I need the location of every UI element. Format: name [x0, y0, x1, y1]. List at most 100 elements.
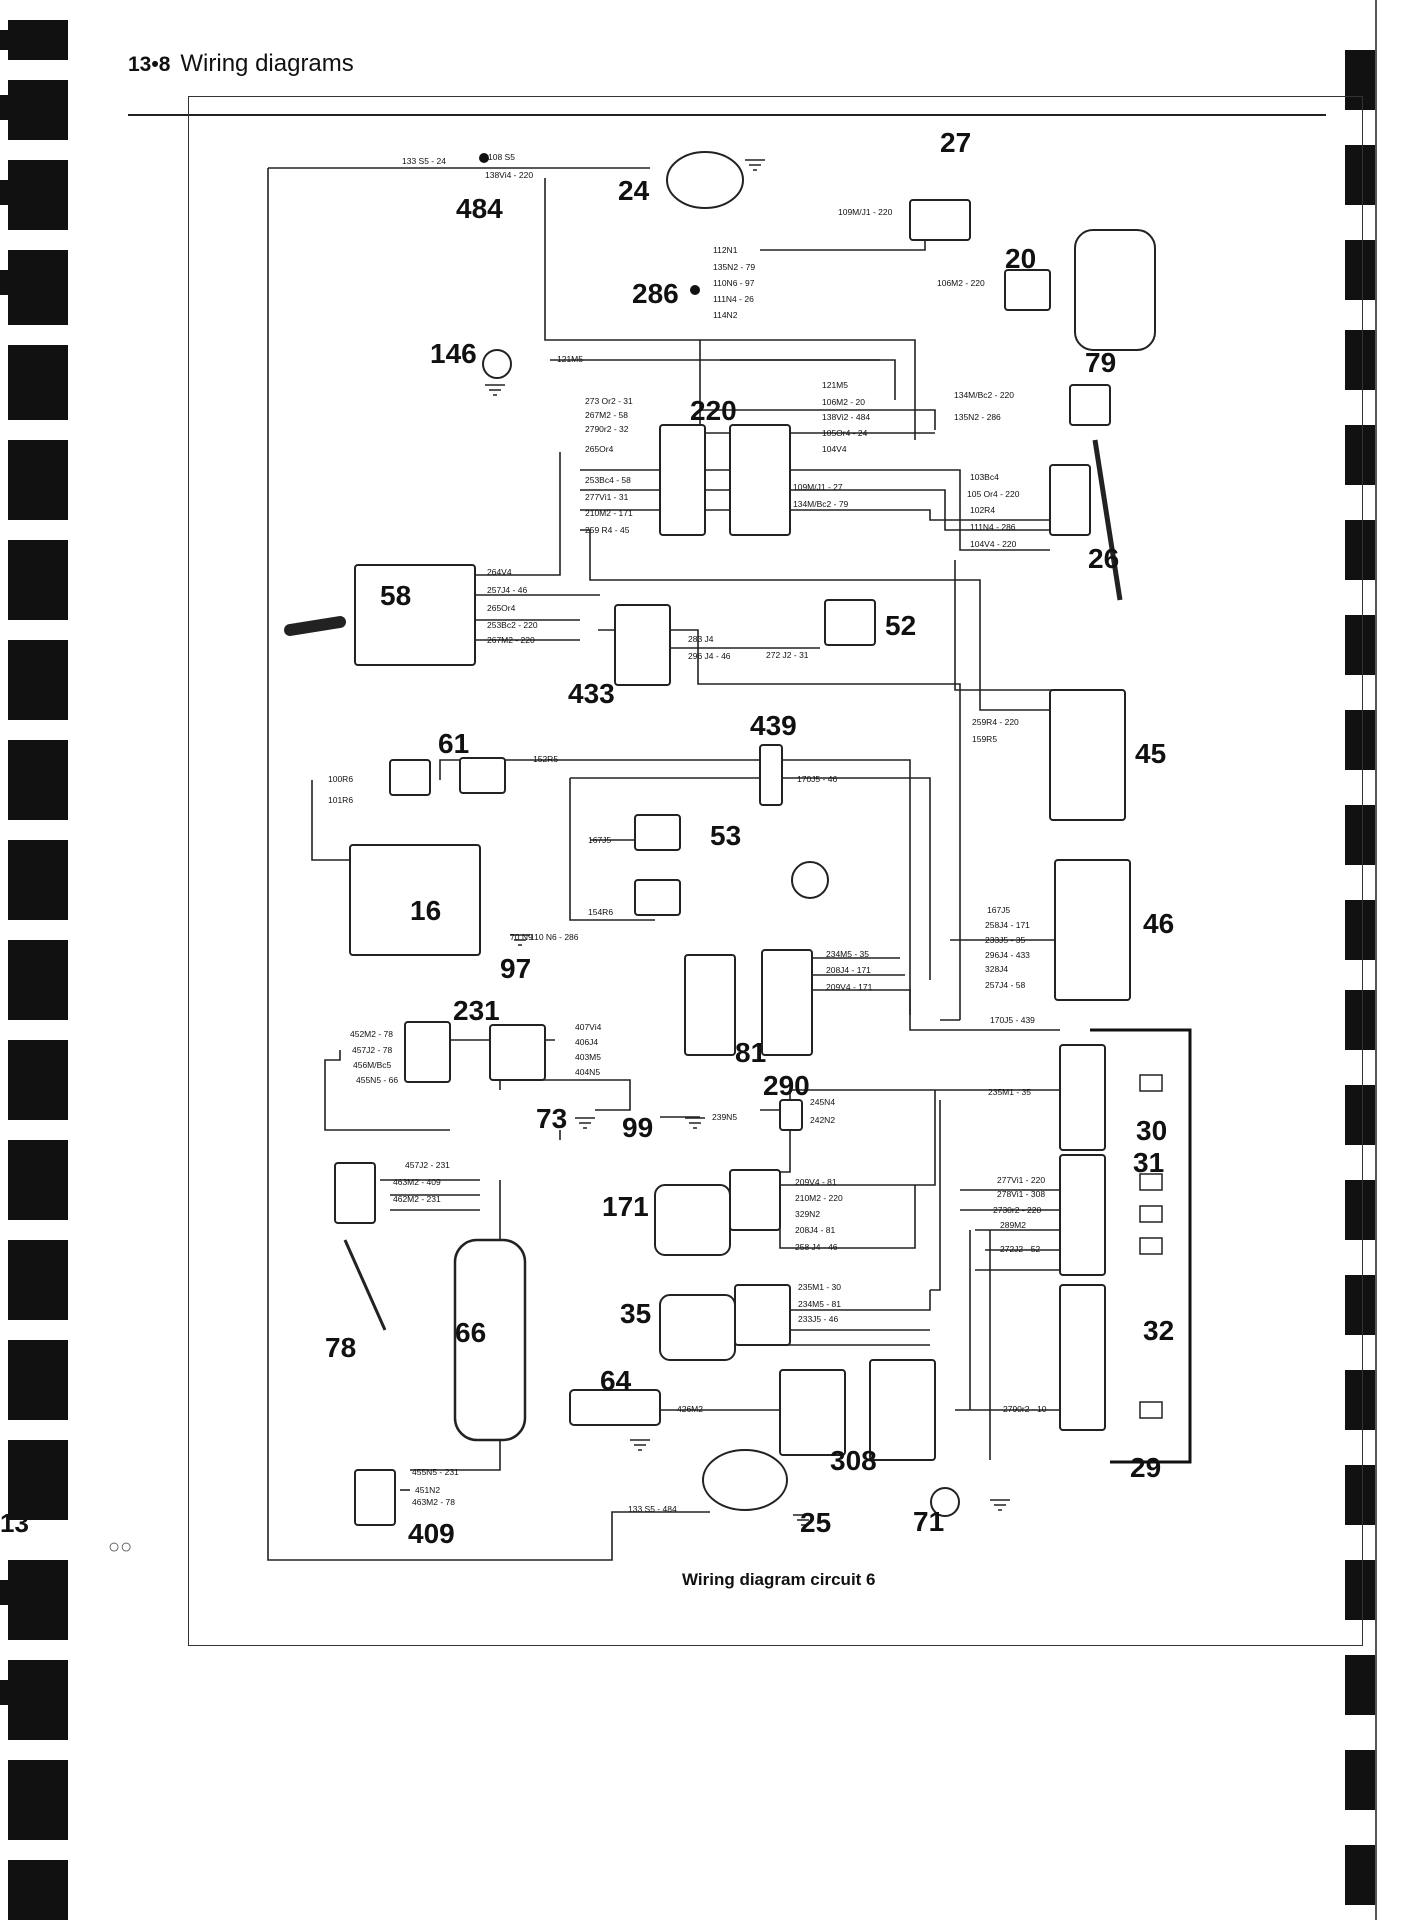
connector-52 — [824, 599, 876, 646]
wire-label-2: 138Vi4 - 220 — [485, 170, 533, 180]
wire-label-28: 103Bc4 — [970, 472, 999, 482]
connector-27 — [909, 199, 971, 241]
wire-label-30: 102R4 — [970, 505, 995, 515]
wire-10 — [470, 452, 561, 576]
wire-label-13: 2790r2 - 32 — [585, 424, 629, 434]
ground-symbol-2 — [510, 934, 530, 946]
wire-label-40: 272 J2 - 31 — [766, 650, 809, 660]
wire-label-86: 235M1 - 30 — [798, 1282, 841, 1292]
wire-label-32: 104V4 - 220 — [970, 539, 1017, 549]
wire-label-34: 257J4 - 46 — [487, 585, 527, 595]
component-label-26: 26 — [1088, 543, 1119, 574]
module-35 — [659, 1294, 736, 1361]
wire-label-73: 457J2 - 231 — [405, 1160, 450, 1170]
wire-label-56: 257J4 - 58 — [985, 980, 1025, 990]
wire-label-94: 133 S5 - 484 — [628, 1504, 677, 1514]
wire-label-59: 208J4 - 171 — [826, 965, 871, 975]
junction-1 — [690, 285, 700, 295]
wire-label-74: 463M2 - 409 — [393, 1177, 441, 1187]
relay-symbol-4 — [1139, 1401, 1163, 1419]
wire-label-67: 403M5 — [575, 1052, 601, 1062]
module-171 — [654, 1184, 731, 1256]
wire-label-84: 289M2 — [1000, 1220, 1026, 1230]
wire-label-9: 106M2 - 220 — [937, 278, 985, 288]
connector-79 — [1069, 384, 1111, 426]
ground-symbol-4 — [685, 1117, 705, 1129]
component-label-97: 97 — [500, 953, 531, 984]
ground-symbol-0 — [745, 159, 765, 171]
wire-label-39: 296 J4 - 46 — [688, 651, 731, 661]
relay-symbol-1 — [1139, 1173, 1163, 1191]
component-label-220: 220 — [690, 395, 737, 426]
wire-label-60: 209V4 - 171 — [826, 982, 873, 992]
margin-page-number: 13 — [0, 1508, 29, 1538]
ring-binding-right — [1345, 0, 1377, 1920]
wire-47 — [760, 1290, 931, 1311]
battery-16 — [349, 844, 481, 956]
wire-label-70: 245N4 — [810, 1097, 835, 1107]
connector-61b — [459, 757, 506, 794]
component-label-58: 58 — [380, 580, 411, 611]
component-label-484: 484 — [456, 193, 503, 224]
connector-220-left — [659, 424, 706, 536]
wire-label-90: 2790r2 - 10 — [1003, 1404, 1047, 1414]
wire-31 — [324, 1050, 450, 1131]
component-label-61: 61 — [438, 728, 469, 759]
wire-label-36: 253Bc2 - 220 — [487, 620, 538, 630]
wire-label-4: 112N1 — [713, 245, 738, 255]
component-label-25: 25 — [800, 1507, 831, 1538]
wire-label-50: 110 N6 - 286 — [530, 932, 579, 942]
wire-label-79: 208J4 - 81 — [795, 1225, 835, 1235]
wire-15 — [954, 560, 1060, 691]
wire-label-92: 451N2 — [415, 1485, 440, 1495]
wire-label-43: 100R6 — [328, 774, 353, 784]
wire-label-11: 273 Or2 - 31 — [585, 396, 633, 406]
connector-220-right — [729, 424, 791, 536]
wire-label-27: 134M/Bc2 - 79 — [793, 499, 849, 509]
wire-3 — [544, 178, 916, 440]
wire-label-25: 259 R4 - 45 — [585, 525, 630, 535]
relay-symbol-2 — [1139, 1205, 1163, 1223]
connector-308b — [869, 1359, 936, 1461]
wire-label-81: 277Vi1 - 220 — [997, 1175, 1045, 1185]
component-label-439: 439 — [750, 710, 797, 741]
component-label-73: 73 — [536, 1103, 567, 1134]
ground-symbol-7 — [990, 1499, 1010, 1511]
wire-label-80: 258 J4 - 46 — [795, 1242, 838, 1252]
connector-81a — [684, 954, 736, 1056]
wire-label-76: 209V4 - 81 — [795, 1177, 837, 1187]
wire-label-42: 159R5 — [972, 734, 997, 744]
wire-label-0: 133 S5 - 24 — [402, 156, 446, 166]
component-label-308: 308 — [830, 1445, 877, 1476]
wire-label-49: 70 N9 — [510, 932, 533, 942]
component-label-29: 29 — [1130, 1452, 1161, 1483]
relay-block-31 — [1059, 1154, 1106, 1276]
connector-308a — [779, 1369, 846, 1456]
wire-label-77: 210M2 - 220 — [795, 1193, 843, 1203]
connector-231b — [489, 1024, 546, 1081]
horn-25 — [702, 1449, 788, 1511]
fusebox-46 — [1054, 859, 1131, 1001]
wire-label-54: 296J4 - 433 — [985, 950, 1030, 960]
component-label-52: 52 — [885, 610, 916, 641]
wire-label-91: 455N5 - 231 — [412, 1467, 459, 1477]
wire-label-33: 264V4 — [487, 567, 512, 577]
wire-label-47: 167J5 — [588, 835, 611, 845]
wire-label-26: 109M/J1 - 27 — [793, 482, 843, 492]
wire-40 — [779, 1185, 916, 1249]
relay-symbol-3 — [1139, 1237, 1163, 1255]
relay-block-32 — [1059, 1284, 1106, 1431]
wire-7 — [700, 409, 936, 430]
ground-symbol-1 — [485, 384, 505, 396]
wire-label-10: 121M5 — [557, 354, 583, 364]
connector-20 — [1004, 269, 1051, 311]
component-label-146: 146 — [430, 338, 477, 369]
wire-label-20: 134M/Bc2 - 220 — [954, 390, 1014, 400]
wire-label-21: 135N2 - 286 — [954, 412, 1001, 422]
wire-39 — [780, 1090, 936, 1186]
connector-409 — [354, 1469, 396, 1526]
component-label-171: 171 — [602, 1191, 649, 1222]
wire-label-18: 105Or4 - 24 — [822, 428, 868, 438]
connector-61a — [389, 759, 431, 796]
wire-label-52: 258J4 - 171 — [985, 920, 1030, 930]
